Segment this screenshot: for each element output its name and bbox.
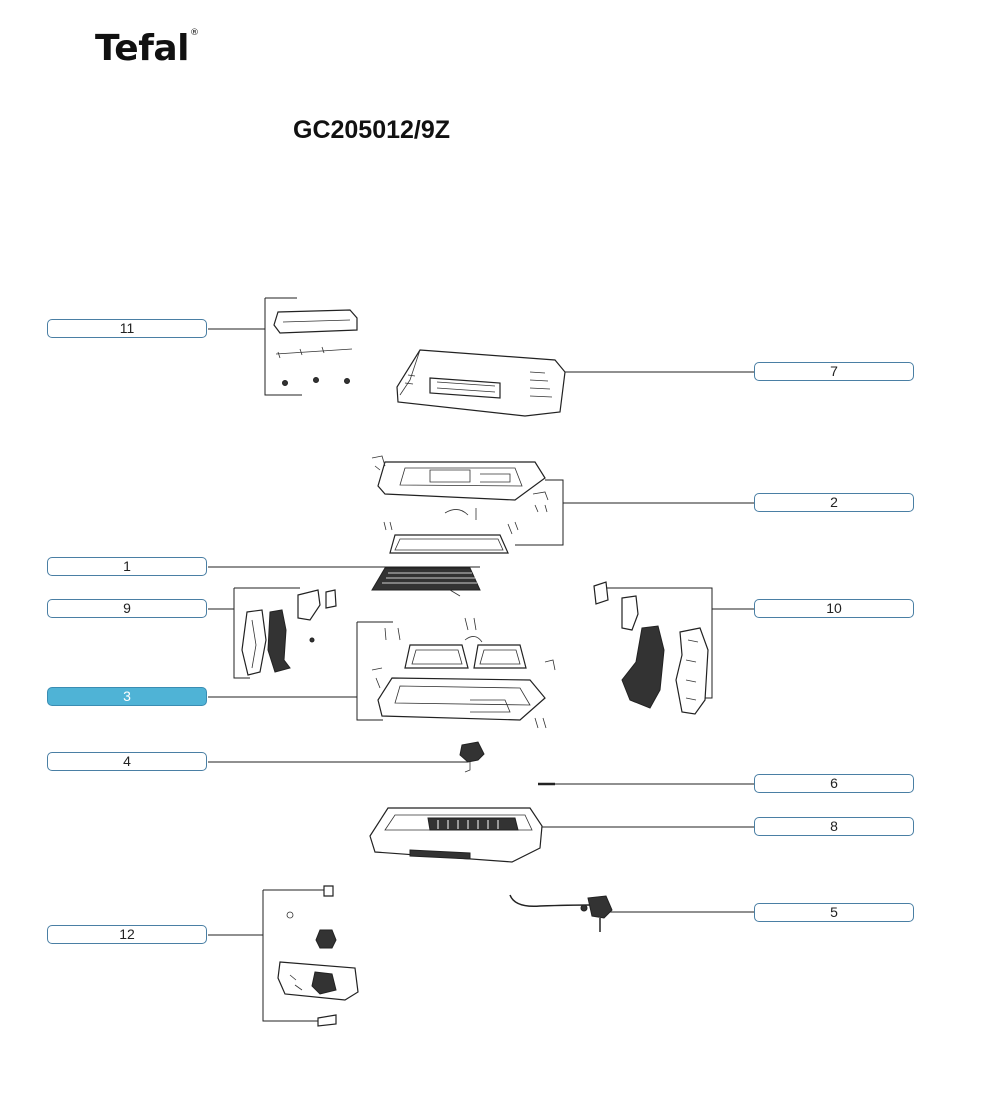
callout-6[interactable]: 6	[754, 774, 914, 793]
callout-11[interactable]: 11	[47, 319, 207, 338]
leader-2	[515, 479, 754, 546]
leader-lines	[208, 297, 754, 1022]
callout-10[interactable]: 10	[754, 599, 914, 618]
callout-12[interactable]: 12	[47, 925, 207, 944]
callout-9[interactable]: 9	[47, 599, 207, 618]
callout-3[interactable]: 3	[47, 687, 207, 706]
part-11-lid-handle-set	[273, 309, 358, 386]
part-3-lower-plate-assembly	[371, 617, 556, 729]
part-7-top-lid	[396, 349, 566, 417]
model-number: GC205012/9Z	[293, 116, 451, 144]
callout-1[interactable]: 1	[47, 557, 207, 576]
callout-4[interactable]: 4	[47, 752, 207, 771]
callout-2[interactable]: 2	[754, 493, 914, 512]
leader-12	[208, 889, 325, 1022]
part-2-upper-plate-assembly	[371, 455, 549, 554]
part-10-right-handle-set	[593, 581, 709, 715]
callout-5[interactable]: 5	[754, 903, 914, 922]
part-12-control-set	[277, 885, 359, 1027]
leader-10	[604, 587, 754, 699]
callout-8[interactable]: 8	[754, 817, 914, 836]
part-5-power-cord	[509, 894, 613, 932]
leader-9	[208, 587, 300, 679]
brand-logo: Tefal®	[95, 28, 199, 69]
leader-11	[208, 297, 302, 396]
part-8-base-housing	[369, 807, 543, 863]
part-9-left-handle-set	[241, 589, 337, 676]
part-4-connector	[459, 741, 485, 773]
leader-3	[208, 621, 393, 721]
part-1-grill-plate	[371, 567, 481, 597]
callout-7[interactable]: 7	[754, 362, 914, 381]
